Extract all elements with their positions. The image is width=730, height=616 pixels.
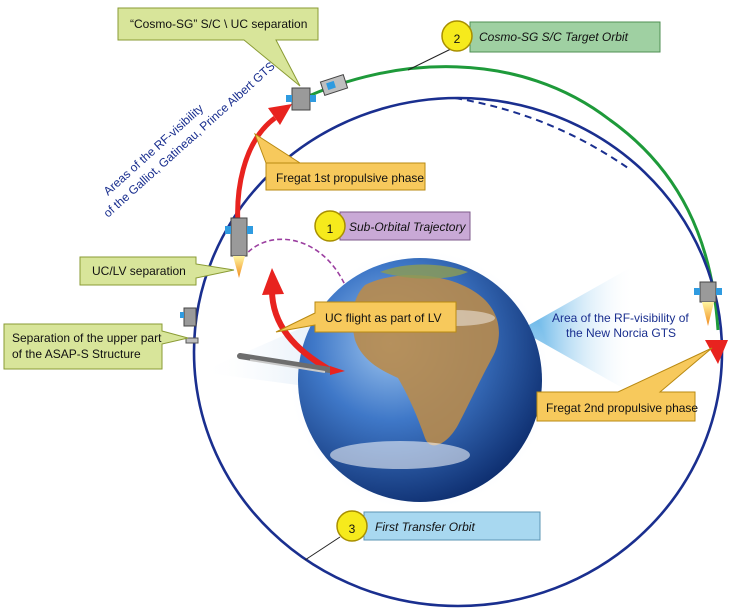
rf-visibility-east-line1: Area of the RF-visibility of xyxy=(552,311,689,325)
callout-cosmo-sg-separation: “Cosmo-SG” S/C \ UC separation xyxy=(117,7,319,87)
callout-asap-separation: Separation of the upper part of the ASAP… xyxy=(3,323,189,370)
uc-at-lv-separation-icon xyxy=(225,217,253,278)
callout-asap-separation-line2: of the ASAP-S Structure xyxy=(12,347,141,361)
orbit-badge-1 xyxy=(314,210,346,242)
orbit-number-1: 1 xyxy=(327,222,334,236)
orbit-number-2: 2 xyxy=(454,32,461,46)
rf-visibility-west-line1: Areas of the RF-visibility xyxy=(101,101,207,198)
ascent-arrow-head xyxy=(262,268,284,295)
orbit-label-target-box xyxy=(469,21,661,53)
orbit-name-transfer: First Transfer Orbit xyxy=(375,520,475,534)
earth-cloud-band xyxy=(330,441,470,469)
spacecraft-at-uc-separation-icon xyxy=(286,87,316,111)
callout-fregat-first-burn: Fregat 1st propulsive phase xyxy=(253,132,426,191)
callout-fregat-second-burn: Fregat 2nd propulsive phase xyxy=(536,347,713,422)
suborbital-trajectory-path xyxy=(242,238,346,286)
orbit-label-suborbital: 1 Sub-Orbital Trajectory xyxy=(314,210,471,242)
launch-vehicle-icon xyxy=(237,353,345,375)
rf-visibility-east-cone xyxy=(520,265,635,395)
orbit-number-3: 3 xyxy=(349,522,356,536)
rf-visibility-east-line2: the New Norcia GTS xyxy=(566,326,676,340)
callout-uc-lv-separation-text: UC/LV separation xyxy=(92,264,186,278)
fregat-second-burn-stage-icon xyxy=(694,281,722,326)
orbit-badge-3 xyxy=(336,510,368,542)
fregat-second-burn-arrow-head xyxy=(705,340,728,364)
target-orbit-path xyxy=(299,65,720,331)
callout-asap-separation-line1: Separation of the upper part xyxy=(12,331,162,345)
orbit-label-transfer-box xyxy=(363,511,541,541)
cosmo-sg-spacecraft-icon xyxy=(319,74,349,96)
callout-uc-flight-text: UC flight as part of LV xyxy=(325,311,442,325)
orbit-label-target: 2 Cosmo-SG S/C Target Orbit xyxy=(407,20,661,71)
asap-s-structure-icon xyxy=(180,307,199,344)
orbit-label-suborbital-box xyxy=(339,211,471,241)
callout-uc-flight: UC flight as part of LV xyxy=(275,301,457,333)
callout-fregat-first-burn-text: Fregat 1st propulsive phase xyxy=(276,171,424,185)
orbit-name-target: Cosmo-SG S/C Target Orbit xyxy=(479,30,629,44)
orbit-badge-2 xyxy=(441,20,473,52)
earth-europe-landmass xyxy=(380,264,468,279)
orbit-name-suborbital: Sub-Orbital Trajectory xyxy=(349,220,466,234)
callout-cosmo-sg-separation-text: “Cosmo-SG” S/C \ UC separation xyxy=(130,17,307,31)
transfer-orbit-dashed-segment xyxy=(454,97,629,169)
fregat-first-burn-arrow-head xyxy=(268,104,292,125)
callout-uc-lv-separation: UC/LV separation xyxy=(79,256,235,286)
callout-fregat-second-burn-text: Fregat 2nd propulsive phase xyxy=(546,401,698,415)
ascent-arrow xyxy=(269,289,332,373)
orbit-label-transfer: 3 First Transfer Orbit xyxy=(304,510,541,561)
